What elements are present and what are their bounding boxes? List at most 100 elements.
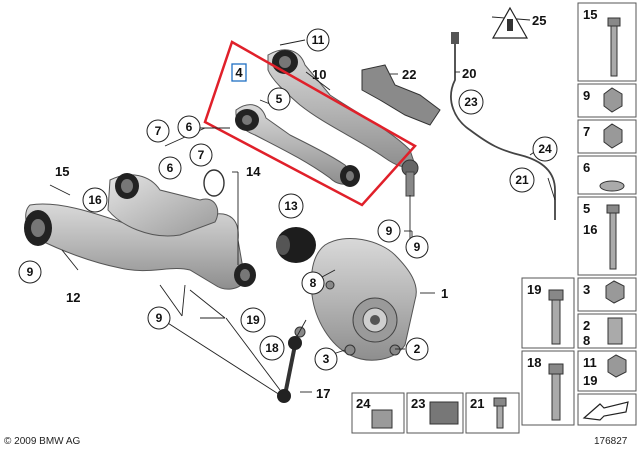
svg-text:11: 11 — [583, 355, 597, 370]
callout-16: 16 — [82, 187, 108, 213]
panel-cell-3: 3 — [577, 277, 637, 312]
label-22: 22 — [402, 67, 416, 82]
callout-21: 21 — [509, 167, 535, 193]
svg-text:18: 18 — [527, 355, 541, 370]
svg-text:13: 13 — [284, 199, 298, 213]
sensor-wire — [450, 32, 556, 220]
highlight-outline — [203, 40, 417, 207]
svg-text:9: 9 — [414, 240, 421, 254]
svg-text:16: 16 — [88, 193, 102, 207]
label-15: 15 — [55, 164, 69, 179]
panel-cell-24: 24 — [351, 392, 405, 434]
arrow-icon — [577, 393, 637, 426]
panel-cell-2-8: 2 8 — [577, 313, 637, 349]
panel-cell-15: 15 — [577, 2, 637, 82]
svg-text:21: 21 — [470, 396, 484, 411]
svg-text:9: 9 — [386, 224, 393, 238]
copyright-text: © 2009 BMW AG — [4, 436, 81, 447]
label-17: 17 — [316, 386, 330, 401]
side-parts-panel: 15 9 7 6 5 16 — [521, 2, 637, 426]
svg-text:19: 19 — [527, 282, 541, 297]
svg-text:3: 3 — [323, 352, 330, 366]
plain-labels: 4 10 14 15 12 17 1 22 20 25 — [55, 13, 546, 401]
label-12: 12 — [66, 290, 80, 305]
wishbone-arm-4 — [203, 40, 417, 207]
svg-text:18: 18 — [265, 341, 279, 355]
svg-text:5: 5 — [583, 201, 590, 216]
svg-text:6: 6 — [167, 161, 174, 175]
panel-cell-5-16: 5 16 — [577, 196, 637, 276]
callout-8: 8 — [301, 271, 325, 295]
panel-cell-21: 21 — [465, 392, 520, 434]
ring-seal — [203, 169, 225, 197]
callout-2: 2 — [405, 337, 429, 361]
callout-9a: 9 — [18, 260, 42, 284]
callout-19: 19 — [240, 307, 266, 333]
panel-cell-9: 9 — [577, 83, 637, 118]
svg-text:7: 7 — [198, 148, 205, 162]
svg-text:8: 8 — [310, 276, 317, 290]
callout-9b: 9 — [147, 306, 171, 330]
rubber-bushing — [276, 227, 316, 263]
callout-7a: 7 — [146, 119, 170, 143]
svg-text:23: 23 — [411, 396, 425, 411]
leader-lines — [49, 16, 556, 396]
panel-cell-6: 6 — [577, 155, 637, 195]
label-10: 10 — [312, 67, 326, 82]
warning-triangle-icon — [491, 6, 529, 39]
svg-text:7: 7 — [155, 124, 162, 138]
label-25: 25 — [532, 13, 546, 28]
callout-3: 3 — [314, 347, 338, 371]
svg-text:16: 16 — [583, 222, 597, 237]
lower-control-arm — [24, 173, 256, 290]
label-4: 4 — [235, 65, 243, 80]
svg-text:24: 24 — [356, 396, 371, 411]
svg-text:2: 2 — [414, 342, 421, 356]
label-20: 20 — [462, 66, 476, 81]
callout-24: 24 — [532, 136, 558, 162]
svg-text:21: 21 — [515, 173, 529, 187]
svg-text:15: 15 — [583, 7, 597, 22]
callouts: 11 5 7 6 7 6 16 9 9 19 13 8 9 9 18 3 2 2… — [18, 28, 558, 371]
svg-text:7: 7 — [583, 124, 590, 139]
svg-text:5: 5 — [276, 92, 283, 106]
svg-text:9: 9 — [156, 311, 163, 325]
svg-text:23: 23 — [464, 95, 478, 109]
toe-link — [277, 336, 302, 403]
svg-text:19: 19 — [246, 313, 260, 327]
svg-text:6: 6 — [186, 120, 193, 134]
bottom-parts-panel: 24 23 21 — [351, 392, 520, 434]
panel-cell-19: 19 — [521, 277, 575, 349]
svg-text:8: 8 — [583, 333, 590, 348]
svg-text:9: 9 — [27, 265, 34, 279]
panel-cell-11-19: 11 19 — [577, 350, 637, 392]
svg-text:6: 6 — [583, 160, 590, 175]
callout-6b: 6 — [158, 156, 182, 180]
svg-text:19: 19 — [583, 373, 597, 388]
callout-9d: 9 — [405, 235, 429, 259]
label-14: 14 — [246, 164, 261, 179]
highlighted-label-box — [231, 63, 247, 82]
svg-text:9: 9 — [583, 88, 590, 103]
panel-cell-23: 23 — [406, 392, 464, 434]
callout-23: 23 — [458, 89, 484, 115]
svg-text:3: 3 — [583, 282, 590, 297]
callout-13: 13 — [278, 193, 304, 219]
label-1: 1 — [441, 286, 448, 301]
callout-5: 5 — [267, 87, 291, 111]
panel-cell-18: 18 — [521, 350, 575, 426]
bracket-22 — [361, 64, 441, 126]
callout-18: 18 — [259, 335, 285, 361]
callout-6a: 6 — [177, 115, 201, 139]
drawing-number: 176827 — [594, 436, 628, 447]
callout-9c: 9 — [377, 219, 401, 243]
svg-text:11: 11 — [312, 33, 325, 47]
upper-arm-10 — [267, 49, 419, 197]
svg-text:24: 24 — [538, 142, 552, 156]
panel-cell-7: 7 — [577, 119, 637, 154]
callout-11: 11 — [306, 28, 330, 52]
callout-7b: 7 — [189, 143, 213, 167]
svg-text:2: 2 — [583, 318, 590, 333]
wheel-carrier — [310, 237, 417, 361]
